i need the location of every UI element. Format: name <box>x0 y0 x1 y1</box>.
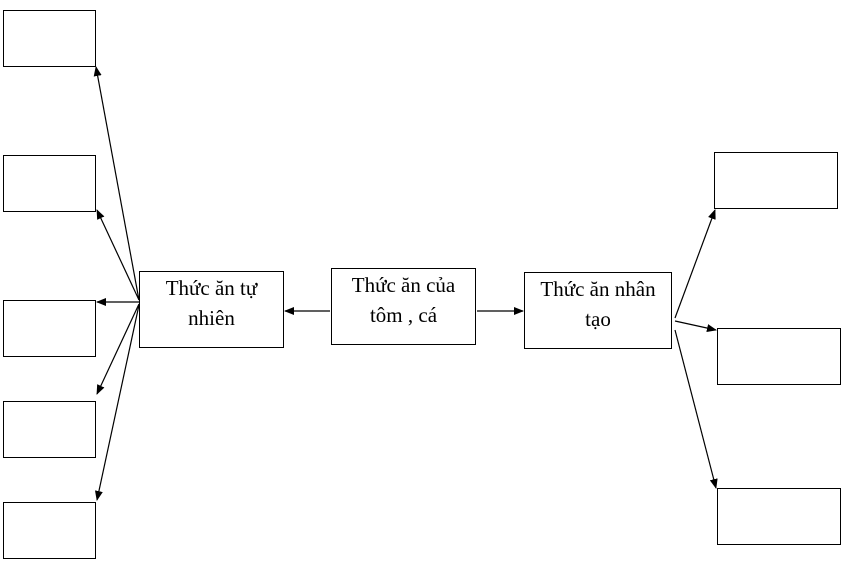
left-empty-box-2 <box>3 155 96 212</box>
node-natural-box <box>139 271 284 348</box>
left-empty-box-5 <box>3 502 96 559</box>
node-natural-line-1: Thức ăn tự <box>165 276 258 300</box>
arrow-natural-to-left-box-4 <box>96 303 140 395</box>
arrow-artificial-to-right-box-2 <box>674 320 717 332</box>
left-empty-box-4 <box>3 401 96 458</box>
left-empty-box-1 <box>3 10 96 67</box>
node-center-label: Thức ăn của tôm , cá <box>331 270 476 330</box>
arrow-artificial-to-right-box-1 <box>674 209 716 319</box>
arrow-natural-to-left-box-2 <box>96 209 140 301</box>
right-empty-box-3 <box>717 488 841 545</box>
node-center-box <box>331 268 476 345</box>
arrow-artificial-to-right-box-3 <box>674 329 718 489</box>
node-center-line-1: Thức ăn của <box>351 273 456 297</box>
node-artificial-line-1: Thức ăn nhân <box>540 277 656 301</box>
left-empty-box-3 <box>3 300 96 357</box>
node-center-line-2: tôm , cá <box>369 303 438 327</box>
node-natural-line-2: nhiên <box>188 306 235 330</box>
node-artificial-label: Thức ăn nhân tạo <box>524 274 672 334</box>
arrow-natural-to-left-box-5 <box>94 304 140 501</box>
right-empty-box-2 <box>717 328 841 385</box>
node-artificial-box <box>524 272 672 349</box>
node-natural-label: Thức ăn tự nhiên <box>139 273 284 333</box>
arrow-natural-to-left-box-1 <box>93 66 140 301</box>
node-artificial-line-2: tạo <box>585 307 611 331</box>
right-empty-box-1 <box>714 152 838 209</box>
